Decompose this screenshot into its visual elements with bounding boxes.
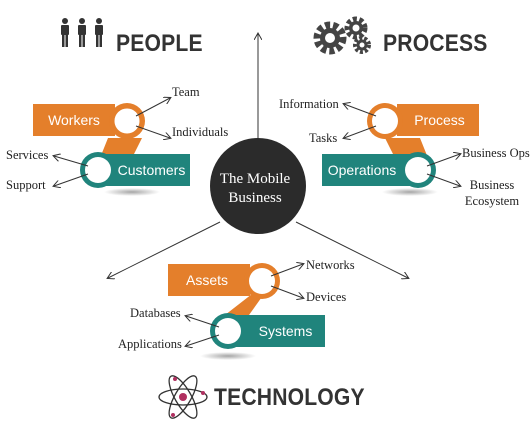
process-heading: PROCESS bbox=[383, 30, 488, 57]
technology-group bbox=[168, 263, 325, 360]
information-label: Information bbox=[279, 97, 339, 111]
databases-label: Databases bbox=[130, 306, 181, 320]
workers-label: Workers bbox=[48, 112, 100, 128]
workers-circle-inner bbox=[113, 107, 141, 135]
operations-label: Operations bbox=[327, 162, 397, 178]
people-icon bbox=[61, 18, 103, 47]
process-circle-inner bbox=[372, 108, 398, 134]
devices-label: Devices bbox=[306, 290, 347, 304]
people-group bbox=[33, 98, 190, 196]
assets-label: Assets bbox=[185, 272, 228, 288]
ecosystem-label: Ecosystem bbox=[464, 194, 520, 208]
team-label: Team bbox=[172, 85, 200, 99]
process-shadow bbox=[382, 188, 438, 196]
process-label: Process bbox=[414, 112, 465, 128]
applications-label: Applications bbox=[118, 337, 182, 351]
business-ops-label: Business Ops bbox=[462, 146, 530, 160]
people-shadow bbox=[104, 188, 160, 196]
gears-icon bbox=[313, 16, 371, 55]
individuals-label: Individuals bbox=[172, 125, 229, 139]
technology-heading: TECHNOLOGY bbox=[214, 384, 365, 411]
customers-circle-inner bbox=[85, 157, 111, 183]
workers-bar-shape bbox=[33, 104, 115, 136]
technology-shadow bbox=[200, 352, 256, 360]
business-label: Business bbox=[469, 178, 515, 192]
people-heading: PEOPLE bbox=[116, 30, 203, 57]
main-arrows bbox=[108, 34, 408, 278]
customers-label: Customers bbox=[117, 162, 186, 178]
operations-circle-inner bbox=[405, 157, 431, 183]
systems-label: Systems bbox=[258, 323, 313, 339]
people-connector bbox=[100, 138, 142, 158]
networks-label: Networks bbox=[306, 258, 355, 272]
center-label-line2: Business bbox=[228, 190, 282, 206]
atom-icon bbox=[158, 375, 208, 419]
center-label-line1: The Mobile bbox=[219, 171, 291, 187]
tasks-label: Tasks bbox=[309, 131, 338, 145]
process-group bbox=[322, 103, 479, 196]
center-label: The Mobile Business bbox=[205, 170, 305, 208]
services-label: Services bbox=[6, 148, 49, 162]
systems-circle-inner bbox=[215, 318, 241, 344]
assets-circle-inner bbox=[249, 268, 275, 294]
process-bar-shape bbox=[397, 104, 479, 136]
center-circle bbox=[210, 138, 306, 234]
support-label: Support bbox=[6, 178, 46, 192]
assets-bar-shape bbox=[168, 264, 250, 296]
